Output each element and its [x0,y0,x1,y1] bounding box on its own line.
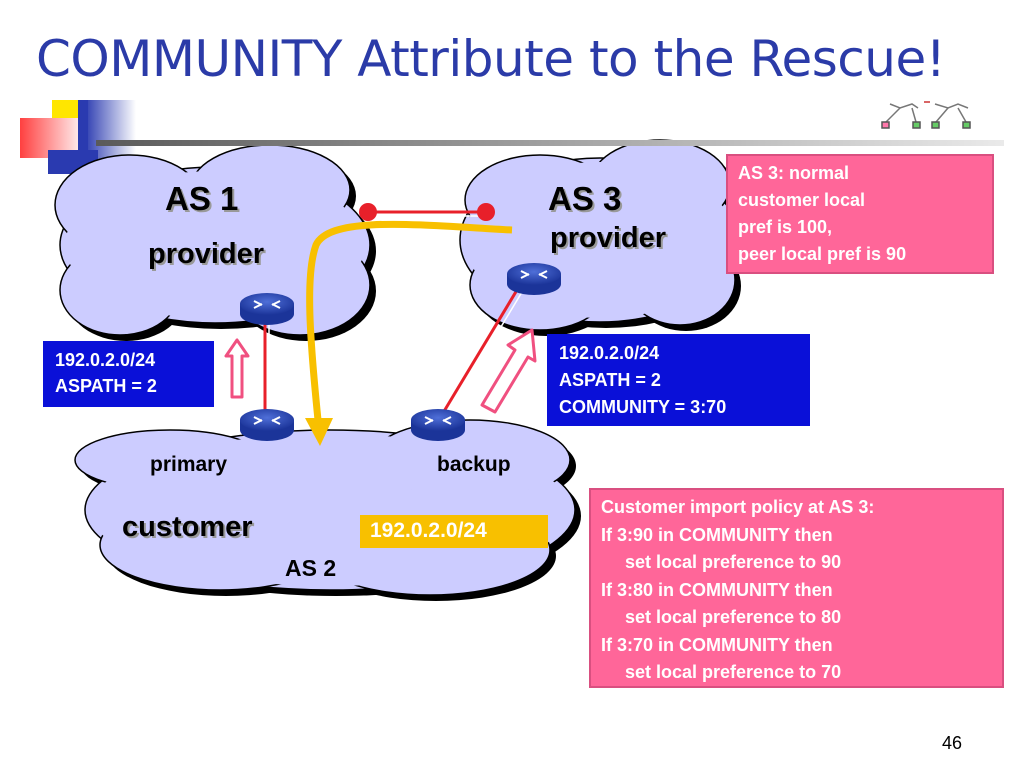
note-line: customer local [738,190,866,210]
policy-header: Customer import policy at AS 3: [601,497,875,517]
customer-prefix-badge: 192.0.2.0/24 [360,515,548,548]
router-icon [507,263,561,295]
announcement-community: COMMUNITY = 3:70 [559,397,727,417]
announcement-aspath: ASPATH = 2 [55,376,157,396]
traffic-path-arrow [305,220,513,446]
as1-announcement-box: 192.0.2.0/24 ASPATH = 2 [43,341,214,407]
network-icon [881,101,971,129]
primary-label: primary [150,453,228,476]
announcement-arrow-as1 [224,338,250,399]
policy-condition: If 3:70 in COMMUNITY then [601,634,833,655]
page-title: COMMUNITY Attribute to the Rescue! [36,30,946,88]
title-divider [96,140,1004,146]
as3-local-pref-note: AS 3: normal customer local pref is 100,… [726,154,994,274]
policy-condition: If 3:90 in COMMUNITY then [601,524,833,545]
router-icon [411,409,465,441]
cloud-as2 [74,419,581,601]
note-line: pref is 100, [738,217,833,237]
as3-role: provider [550,222,667,254]
cloud-as3 [459,139,746,336]
as2-role: customer [122,511,253,543]
announcement-prefix: 192.0.2.0/24 [55,350,156,370]
link-as1-as3-peering [359,203,495,221]
page-number: 46 [941,733,962,753]
as2-name: AS 2 [285,555,337,581]
as3-name: AS 3 [548,180,622,217]
note-line: AS 3: normal [738,163,850,183]
policy-action: set local preference to 80 [625,607,842,627]
policy-action: set local preference to 90 [625,552,842,572]
policy-condition: If 3:80 in COMMUNITY then [601,579,833,600]
link-as3-as2 [438,284,526,421]
announcement-prefix: 192.0.2.0/24 [559,343,660,363]
logo-squares [20,100,136,180]
backup-label: backup [437,453,511,476]
link-as1-as2 [263,310,270,420]
cloud-as1 [54,144,376,341]
policy-action: set local preference to 70 [625,662,842,682]
as3-announcement-box: 192.0.2.0/24 ASPATH = 2 COMMUNITY = 3:70 [547,334,810,426]
announcement-arrow-as3 [480,328,537,414]
import-policy-box: Customer import policy at AS 3: If 3:90 … [589,488,1004,688]
as1-name: AS 1 [165,180,239,217]
router-icon [240,293,294,325]
announcement-aspath: ASPATH = 2 [559,370,661,390]
note-line: peer local pref is 90 [738,244,907,264]
router-icon [240,409,294,441]
as1-role: provider [148,238,265,270]
